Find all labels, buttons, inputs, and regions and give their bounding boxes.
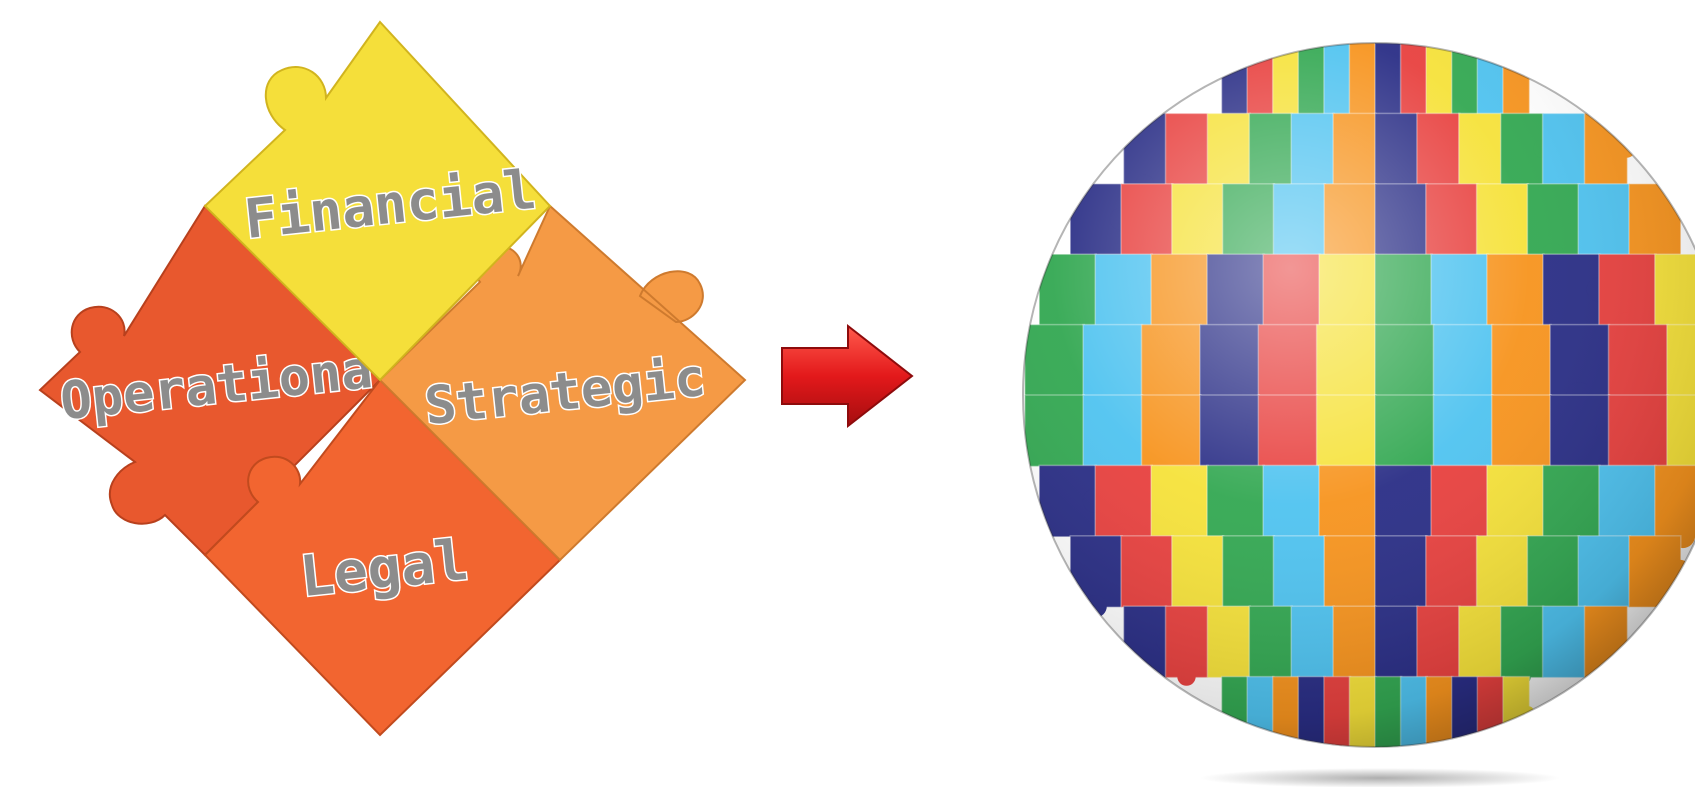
globe-tile-knob	[1596, 667, 1614, 685]
globe-shadow	[1200, 768, 1560, 787]
arrow-shape	[782, 326, 912, 426]
puzzle-globe	[1023, 43, 1695, 787]
globe-tile-knob	[1280, 741, 1291, 752]
right-arrow-icon	[782, 326, 912, 426]
risk-puzzle: Operational Legal Strategic Financial	[40, 22, 745, 735]
globe-tile-knob	[1229, 741, 1240, 752]
globe-tile-knob	[1433, 741, 1444, 752]
globe-tile-knob	[1485, 741, 1496, 752]
